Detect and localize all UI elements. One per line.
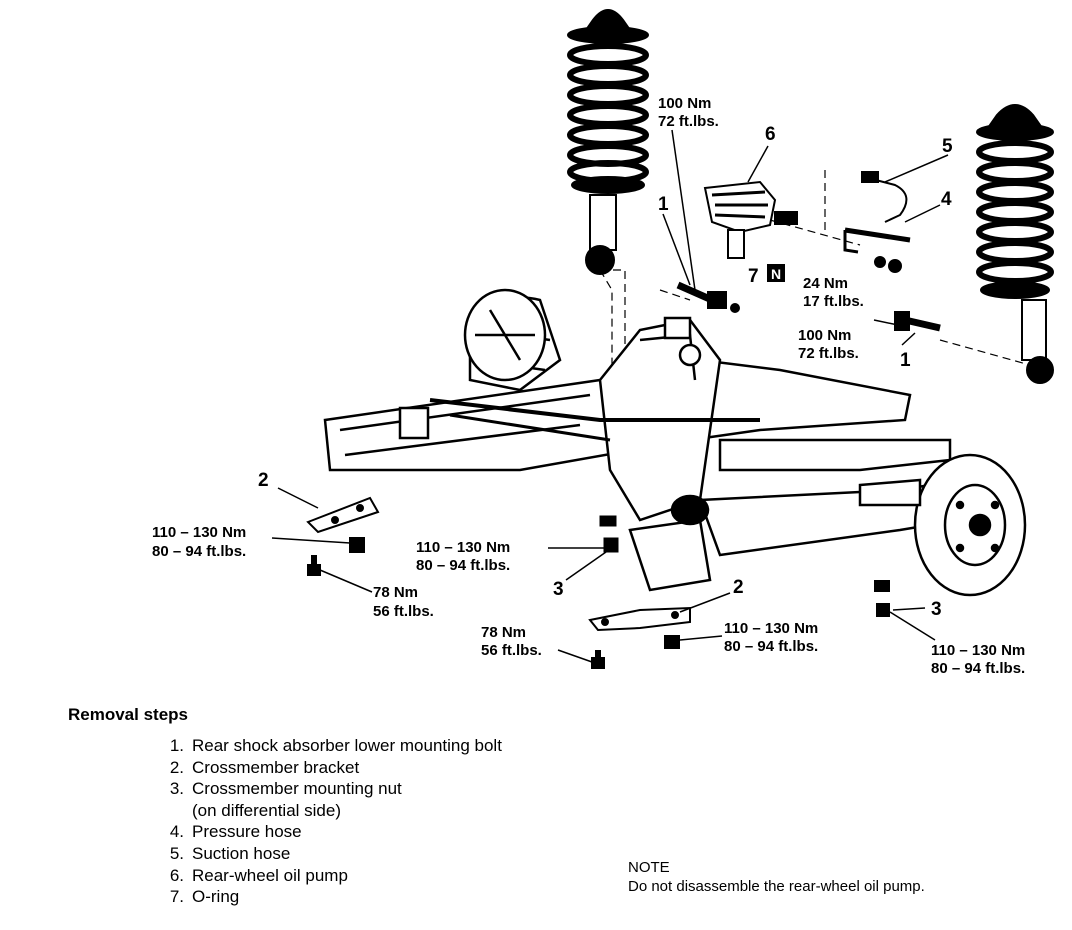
torque-label-right-nut-ft: 80 – 94 ft.lbs. xyxy=(931,660,1025,677)
torque-label-mid-nut-nm: 110 – 130 Nm xyxy=(416,539,510,556)
part-number-1-right: 1 xyxy=(900,350,911,371)
removal-step: 1. Rear shock absorber lower mounting bol… xyxy=(156,735,502,757)
torque-label-mid-bolt-ft: 56 ft.lbs. xyxy=(481,642,542,659)
left-shock-absorber xyxy=(567,9,649,275)
note-title: NOTE xyxy=(628,859,670,876)
removal-step-number xyxy=(156,800,192,822)
hoses xyxy=(843,171,911,273)
removal-step: 3. Crossmember mounting nut xyxy=(156,778,502,800)
torque-label-mid-nut-ft: 80 – 94 ft.lbs. xyxy=(416,557,510,574)
torque-label-left-bolt-ft: 56 ft.lbs. xyxy=(373,603,434,620)
removal-step: 2. Crossmember bracket xyxy=(156,757,502,779)
removal-steps-title: Removal steps xyxy=(68,705,188,724)
removal-step: (on differential side) xyxy=(156,800,502,822)
right-shock-absorber xyxy=(976,104,1054,384)
torque-label-right-mid-nut-nm: 110 – 130 Nm xyxy=(724,620,818,637)
note-block: NOTE Do not disassemble the rear-wheel o… xyxy=(628,858,925,896)
torque-label-2-ft: 17 ft.lbs. xyxy=(803,293,864,310)
part-number-3-mid: 3 xyxy=(553,579,564,600)
part-number-4: 4 xyxy=(941,189,952,210)
rear-suspension-diagram: N xyxy=(152,9,1054,677)
left-crossmember-bracket xyxy=(306,496,380,576)
torque-label-3-nm: 100 Nm xyxy=(798,327,851,344)
torque-label-mid-bolt-nm: 78 Nm xyxy=(481,624,526,641)
right-brake-disc xyxy=(858,453,1027,597)
part-number-1-left: 1 xyxy=(658,194,669,215)
removal-step-number: 3. xyxy=(169,779,184,799)
removal-step: 4. Pressure hose xyxy=(156,821,502,843)
shock-bolts xyxy=(676,281,941,332)
torque-label-3-ft: 72 ft.lbs. xyxy=(798,345,859,362)
torque-label-2-nm: 24 Nm xyxy=(803,275,848,292)
removal-step-number: 1. xyxy=(169,736,184,755)
part-number-2-lower: 2 xyxy=(733,577,744,598)
right-crossmember-nuts xyxy=(874,580,890,617)
part-number-5: 5 xyxy=(942,136,953,157)
o-ring-badge: N xyxy=(767,264,785,282)
torque-label-1-ft: 72 ft.lbs. xyxy=(658,113,719,130)
lower-crossmember-bracket xyxy=(588,606,691,669)
removal-step-text: Rear shock absorber lower mounting bolt xyxy=(192,736,502,755)
removal-step-text: Rear-wheel oil pump xyxy=(192,865,348,885)
torque-label-right-nut-nm: 110 – 130 Nm xyxy=(931,642,1025,659)
part-number-3-right: 3 xyxy=(931,599,942,620)
removal-step-text: Pressure hose xyxy=(192,822,302,842)
part-number-2-left: 2 xyxy=(258,470,269,491)
removal-step-number: 2. xyxy=(169,757,184,777)
torque-label-1-nm: 100 Nm xyxy=(658,95,711,112)
removal-step-text: Crossmember bracket xyxy=(192,757,360,777)
removal-step-text: Crossmember mounting nut xyxy=(192,779,402,799)
removal-step-number: 5. xyxy=(169,843,184,863)
removal-step-text: O-ring xyxy=(192,887,240,907)
part-number-7: 7 xyxy=(748,266,759,287)
leader-lines xyxy=(271,129,949,663)
torque-label-left-nut-nm: 110 – 130 Nm xyxy=(152,524,246,541)
removal-step-number: 4. xyxy=(169,822,184,842)
removal-step-text: Suction hose xyxy=(192,843,291,863)
removal-step: 5. Suction hose xyxy=(156,843,502,865)
note-text: Do not disassemble the rear-wheel oil pu… xyxy=(628,878,925,895)
rear-wheel-oil-pump xyxy=(703,180,798,313)
mid-crossmember-nuts xyxy=(599,515,619,553)
torque-label-left-nut-ft: 80 – 94 ft.lbs. xyxy=(152,543,246,560)
torque-label-right-mid-nut-ft: 80 – 94 ft.lbs. xyxy=(724,638,818,655)
crossmember-assembly xyxy=(323,296,962,592)
removal-step: 6. Rear-wheel oil pump xyxy=(156,865,502,887)
removal-steps-list: 1. Rear shock absorber lower mounting bol… xyxy=(156,735,502,908)
torque-label-left-bolt-nm: 78 Nm xyxy=(373,584,418,601)
removal-step-number: 7. xyxy=(169,887,184,907)
removal-step-text: (on differential side) xyxy=(192,800,341,820)
o-ring-badge-letter: N xyxy=(771,266,781,282)
removal-step-number: 6. xyxy=(169,865,184,885)
left-hub xyxy=(463,288,547,382)
part-number-6: 6 xyxy=(765,124,776,145)
removal-step: 7. O-ring xyxy=(156,886,502,908)
